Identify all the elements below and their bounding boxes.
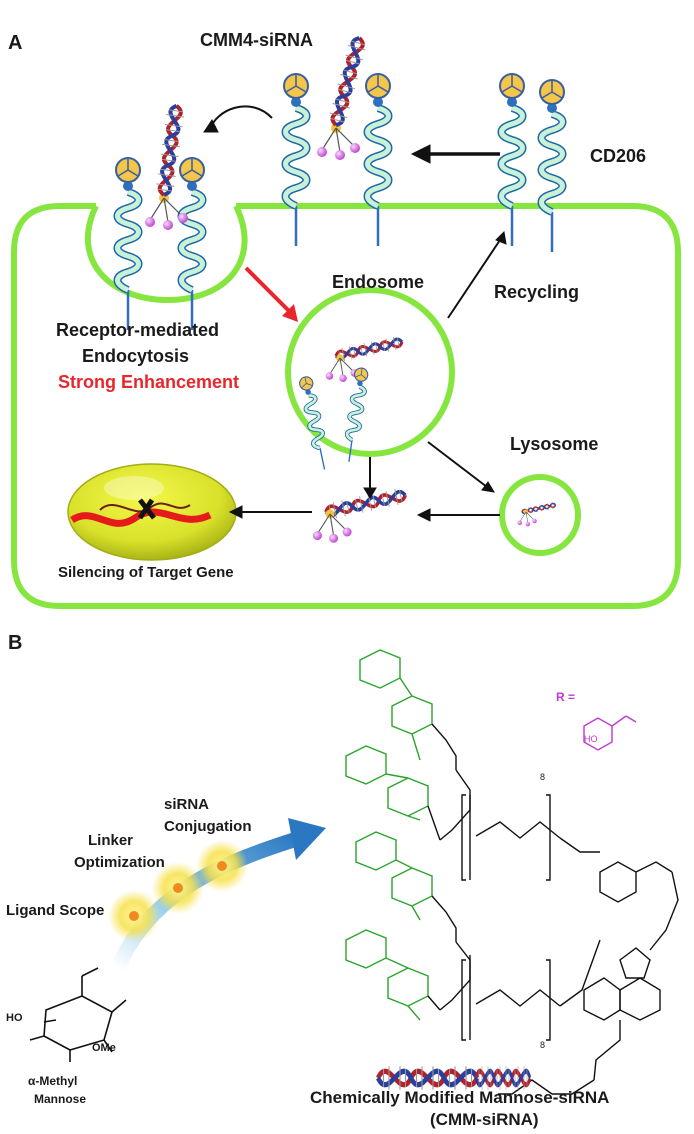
panel-label-a: A	[8, 32, 23, 54]
label-linker: Linker	[88, 832, 134, 849]
label-ligand-scope: Ligand Scope	[6, 902, 105, 919]
released-sirna	[312, 485, 409, 544]
label-endocytosis: Endocytosis	[82, 346, 190, 366]
label-recycling: Recycling	[494, 282, 580, 302]
cmm4-complex-pit	[116, 102, 204, 330]
label-sirna: siRNA	[164, 796, 210, 813]
mannose-ome-label: OMe	[92, 1042, 116, 1054]
repeat-count-2: 8	[540, 1040, 546, 1050]
label-cmm-title: Chemically Modified Mannose-siRNA	[310, 1088, 610, 1107]
label-cmm-abbrev: (CMM-siRNA)	[430, 1110, 539, 1129]
endocytic-pit	[84, 204, 248, 304]
label-r-group: R =	[556, 690, 576, 704]
label-mannose: Mannose	[34, 1092, 87, 1106]
cmm-sirna-helix	[378, 1066, 530, 1089]
r-group-ho: HO	[584, 734, 598, 744]
label-optimization: Optimization	[74, 854, 165, 871]
lysosome	[499, 474, 581, 556]
repeat-count-1: 8	[540, 772, 546, 782]
cd206-receptors	[500, 74, 564, 252]
endosome	[285, 287, 455, 457]
endocytosis-arrow	[244, 266, 298, 322]
label-alpha-methyl: α-Methyl	[28, 1074, 78, 1088]
optimization-arrow	[108, 818, 326, 976]
label-lysosome: Lysosome	[510, 434, 599, 454]
label-cmm4-sirna: CMM4-siRNA	[200, 30, 314, 50]
label-strong-enhancement: Strong Enhancement	[58, 372, 240, 392]
label-cd206: CD206	[590, 146, 647, 166]
label-receptor-mediated: Receptor-mediated	[56, 320, 220, 340]
panel-label-b: B	[8, 632, 23, 654]
label-silencing: Silencing of Target Gene	[58, 564, 234, 581]
mannose-structure	[29, 967, 127, 1062]
cmm-sirna-structure	[345, 649, 679, 1095]
cell-membrane	[11, 203, 681, 609]
flow-arrows	[203, 105, 507, 522]
lysosome-contents	[517, 500, 557, 527]
label-conjugation: Conjugation	[164, 818, 252, 835]
silenced-mrna	[70, 498, 212, 527]
cmm4-complex-top	[284, 33, 390, 246]
mannose-ho-label: HO	[6, 1012, 23, 1024]
label-endosome: Endosome	[332, 272, 425, 292]
